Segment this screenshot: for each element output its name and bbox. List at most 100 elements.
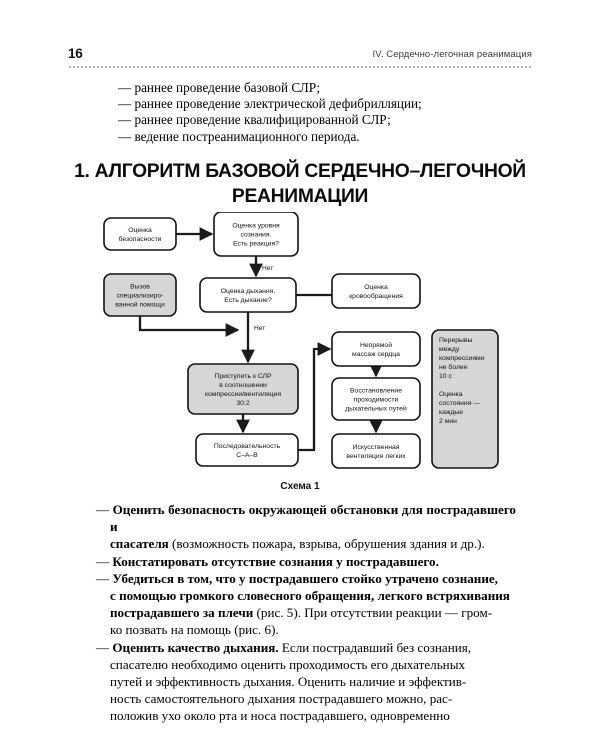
body-text-line: — Убедиться в том, что у пострадавшего с… bbox=[96, 570, 516, 587]
flowchart-edge-label: Нет bbox=[254, 325, 265, 332]
flowchart-node-label: между bbox=[439, 346, 460, 353]
flowchart-connector bbox=[138, 316, 240, 337]
flowchart-node-label: компрессиями bbox=[439, 355, 485, 362]
flowchart-node-label: каждые bbox=[439, 409, 463, 416]
flowchart-node-label: Оценка уровня bbox=[232, 223, 280, 230]
body-text-run: (рис. 5). При отсутствии реакции — гром- bbox=[253, 605, 493, 621]
body-text-line: положив ухо около рта и носа пострадавше… bbox=[96, 707, 516, 724]
running-head: 16 IV. Сердечно-легочная реанимация bbox=[68, 46, 532, 72]
flowchart-node-label: безопасности bbox=[119, 235, 162, 243]
flowchart-node-label: ванной помощи bbox=[115, 301, 165, 309]
page-title-line-1: 1. АЛГОРИТМ БАЗОВОЙ СЕРДЕЧНО–ЛЕГОЧНОЙ bbox=[74, 161, 526, 182]
flowchart-node-label: Оценка bbox=[439, 391, 463, 398]
body-text-emphasis: с помощью громкого словесного обращения,… bbox=[110, 588, 510, 604]
body-text-line: — Констатировать отсутствие сознания у п… bbox=[96, 553, 516, 570]
flowchart-node-label: Восстановление bbox=[350, 388, 402, 395]
intro-list-item: — ведение постреанимационного периода. bbox=[118, 128, 360, 144]
flowchart-node-label: Оценка bbox=[364, 284, 388, 291]
flowchart-node-consciousness bbox=[213, 212, 299, 257]
flowchart-node-label: кровообращения bbox=[349, 292, 403, 300]
flowchart-node-airway bbox=[331, 377, 421, 421]
flowchart-node-call_help bbox=[103, 273, 177, 317]
body-text-emphasis: Оценить безопасность окружающей обстанов… bbox=[110, 502, 516, 535]
flowchart-node-label: сознания. bbox=[241, 232, 272, 239]
flowchart-node-breathing bbox=[199, 277, 297, 313]
flowchart-node-label: Оценка дыхания. bbox=[221, 288, 276, 295]
flowchart-node-label: проходимости bbox=[354, 397, 399, 404]
body-text-emphasis: Оценить качество дыхания. bbox=[112, 639, 279, 655]
flowchart-connectors bbox=[138, 227, 383, 452]
body-text-run: ко позвать на помощь (рис. 6). bbox=[110, 622, 279, 638]
flowchart-node-ventilation bbox=[331, 433, 421, 469]
flowchart-node-label: Вызов bbox=[130, 284, 150, 291]
body-list-item: — Констатировать отсутствие сознания у п… bbox=[96, 553, 516, 570]
body-text-line: пострадавшего за плечи (рис. 5). При отс… bbox=[96, 604, 516, 621]
flowchart-node-label: специализиро- bbox=[117, 293, 164, 300]
body-text-emphasis: Убедиться в том, что у пострадавшего сто… bbox=[112, 570, 498, 586]
flowchart-node-label: Приступить к СЛР bbox=[214, 373, 271, 380]
flowchart-node-label: состояния — bbox=[439, 400, 480, 407]
body-text-line: — Оценить качество дыхания. Если пострад… bbox=[96, 639, 516, 656]
flowchart-node-label: Есть дыхание? bbox=[224, 297, 272, 304]
body-text-line: путей и эффективность дыхания. Оценить н… bbox=[96, 673, 516, 690]
figure-caption: Схема 1 bbox=[280, 481, 320, 492]
flowchart-node-label: C–A–B bbox=[236, 452, 258, 459]
header-divider bbox=[68, 66, 532, 68]
page-number: 16 bbox=[68, 46, 83, 61]
flowchart-node-label: 2 мин bbox=[439, 418, 457, 425]
flowchart-node-label: Оценка bbox=[128, 227, 152, 234]
body-text-run: Если пострадавший без сознания, bbox=[278, 639, 472, 655]
intro-list: — раннее проведение базовой СЛР;— раннее… bbox=[118, 80, 518, 145]
flowchart-node-label: Есть реакция? bbox=[233, 241, 279, 248]
body-text-run: путей и эффективность дыхания. Оценить н… bbox=[110, 674, 467, 690]
flowchart-connector bbox=[298, 342, 332, 452]
body-text-run: (возможность пожара, взрыва, обрушения з… bbox=[168, 536, 485, 552]
flowchart-node-circulation bbox=[331, 273, 421, 309]
flowchart-node-label: Непрямой bbox=[360, 341, 392, 349]
flowchart-node-sequence bbox=[195, 433, 299, 467]
flowchart-node-compressions bbox=[331, 331, 421, 367]
flowchart-node-label: в соотношении bbox=[219, 382, 267, 389]
flowchart-node-label: Искусственная bbox=[353, 444, 400, 451]
intro-list-item: — раннее проведение базовой СЛР; bbox=[118, 80, 321, 95]
flowchart-node-label: 10 с bbox=[439, 373, 452, 380]
body-text-emphasis: Констатировать отсутствие сознания у пос… bbox=[112, 553, 439, 569]
page-title: 1. АЛГОРИТМ БАЗОВОЙ СЕРДЕЧНО–ЛЕГОЧНОЙ РЕ… bbox=[60, 160, 540, 209]
flowchart-node-safety bbox=[103, 217, 177, 251]
body-text-run: положив ухо около рта и носа пострадавше… bbox=[110, 708, 450, 724]
body-text-run: — bbox=[96, 502, 113, 517]
page-title-line-2: РЕАНИМАЦИИ bbox=[231, 185, 369, 207]
flowchart-node-label: Последовательность bbox=[214, 443, 281, 450]
flowchart-node-label: Перерывы bbox=[439, 337, 473, 344]
flowchart-node-side_note bbox=[431, 329, 499, 469]
flowchart-node-label: компрессии/вентиляция bbox=[205, 391, 281, 398]
flowchart-node-label: массаж сердца bbox=[352, 351, 400, 358]
flowchart-node-label: дыхательных путей bbox=[345, 405, 407, 413]
body-text-run: ность самостоятельного дыхания пострадав… bbox=[110, 691, 453, 707]
body-text-run: — bbox=[96, 639, 113, 655]
intro-list-item: — раннее проведение электрической дефибр… bbox=[118, 96, 422, 112]
running-head-title: IV. Сердечно-легочная реанимация bbox=[372, 49, 532, 60]
intro-list-item: — раннее проведение квалифицированной СЛ… bbox=[118, 112, 391, 128]
body-text-line: с помощью громкого словесного обращения,… bbox=[96, 587, 516, 604]
body-text-run: спасателю необходимо оценить проходимост… bbox=[110, 656, 466, 672]
body-list-item: — Оценить безопасность окружающей обстан… bbox=[96, 501, 516, 553]
body-text: — Оценить безопасность окружающей обстан… bbox=[96, 501, 516, 725]
flowchart-node-label: не более bbox=[439, 363, 468, 371]
flowchart-node-start_cpr bbox=[187, 363, 299, 415]
body-text-line: спасателю необходимо оценить проходимост… bbox=[96, 656, 516, 673]
flowchart-node-label: 30:2 bbox=[236, 400, 249, 407]
body-list-item: — Убедиться в том, что у пострадавшего с… bbox=[96, 570, 516, 639]
body-text-run: — bbox=[96, 570, 113, 586]
body-text-run: — bbox=[96, 553, 113, 569]
body-text-line: ность самостоятельного дыхания пострадав… bbox=[96, 690, 516, 707]
body-list-item: — Оценить качество дыхания. Если пострад… bbox=[96, 639, 516, 725]
body-text-line: — Оценить безопасность окружающей обстан… bbox=[96, 501, 516, 535]
body-text-line: ко позвать на помощь (рис. 6). bbox=[96, 621, 516, 638]
body-text-line: спасателя (возможность пожара, взрыва, о… bbox=[96, 535, 516, 552]
